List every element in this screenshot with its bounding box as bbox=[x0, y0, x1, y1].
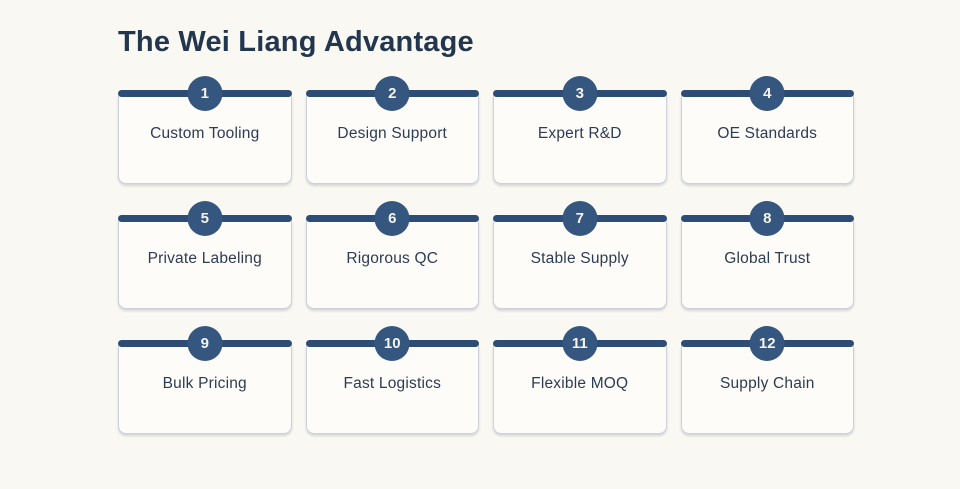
advantage-card-slot: 6 Rigorous QC bbox=[305, 198, 479, 309]
number-badge: 7 bbox=[562, 201, 598, 236]
card-label: Design Support bbox=[337, 125, 448, 142]
advantage-card: 2 Design Support bbox=[305, 76, 479, 184]
number-badge: 8 bbox=[749, 201, 785, 236]
advantage-card-slot: 12 Supply Chain bbox=[680, 323, 854, 434]
advantage-card-slot: 5 Private Labeling bbox=[118, 198, 292, 309]
advantage-card: 6 Rigorous QC bbox=[305, 201, 479, 309]
card-label: Global Trust bbox=[724, 250, 811, 267]
card-label: Fast Logistics bbox=[343, 375, 442, 392]
advantage-card-slot: 9 Bulk Pricing bbox=[118, 323, 292, 434]
advantage-card-slot: 3 Expert R&D bbox=[493, 73, 667, 184]
advantage-card: 12 Supply Chain bbox=[680, 326, 854, 434]
advantage-card: 9 Bulk Pricing bbox=[118, 326, 292, 434]
advantage-card-slot: 8 Global Trust bbox=[680, 198, 854, 309]
advantage-card-slot: 11 Flexible MOQ bbox=[493, 323, 667, 434]
advantage-card: 4 OE Standards bbox=[680, 76, 854, 184]
card-label: Bulk Pricing bbox=[162, 375, 247, 392]
number-badge: 6 bbox=[374, 201, 410, 236]
advantage-card: 5 Private Labeling bbox=[118, 201, 292, 309]
advantage-card-slot: 7 Stable Supply bbox=[493, 198, 667, 309]
card-label: Stable Supply bbox=[530, 250, 629, 267]
card-label: Custom Tooling bbox=[150, 125, 260, 142]
advantage-card: 10 Fast Logistics bbox=[305, 326, 479, 434]
card-label: Rigorous QC bbox=[346, 250, 439, 267]
advantage-section: The Wei Liang Advantage 1 Custom Tooling… bbox=[118, 26, 854, 434]
card-label: Expert R&D bbox=[537, 125, 622, 142]
advantage-card: 3 Expert R&D bbox=[493, 76, 667, 184]
number-badge: 1 bbox=[187, 76, 223, 111]
card-label: Flexible MOQ bbox=[531, 375, 629, 392]
number-badge: 3 bbox=[562, 76, 598, 111]
card-label: Private Labeling bbox=[147, 250, 262, 267]
advantage-card-slot: 10 Fast Logistics bbox=[305, 323, 479, 434]
advantage-card: 8 Global Trust bbox=[680, 201, 854, 309]
number-badge: 5 bbox=[187, 201, 223, 236]
advantage-card: 7 Stable Supply bbox=[493, 201, 667, 309]
number-badge: 4 bbox=[749, 76, 785, 111]
advantage-card-slot: 2 Design Support bbox=[305, 73, 479, 184]
number-badge: 12 bbox=[749, 326, 785, 361]
number-badge: 2 bbox=[374, 76, 410, 111]
number-badge: 10 bbox=[374, 326, 410, 361]
advantage-grid: 1 Custom Tooling 2 Design Support 3 Expe… bbox=[118, 73, 854, 434]
advantage-card: 1 Custom Tooling bbox=[118, 76, 292, 184]
advantage-card-slot: 4 OE Standards bbox=[680, 73, 854, 184]
advantage-card: 11 Flexible MOQ bbox=[493, 326, 667, 434]
advantage-card-slot: 1 Custom Tooling bbox=[118, 73, 292, 184]
card-label: OE Standards bbox=[717, 125, 818, 142]
card-label: Supply Chain bbox=[719, 375, 815, 392]
number-badge: 11 bbox=[562, 326, 598, 361]
number-badge: 9 bbox=[187, 326, 223, 361]
page-title: The Wei Liang Advantage bbox=[118, 26, 474, 58]
